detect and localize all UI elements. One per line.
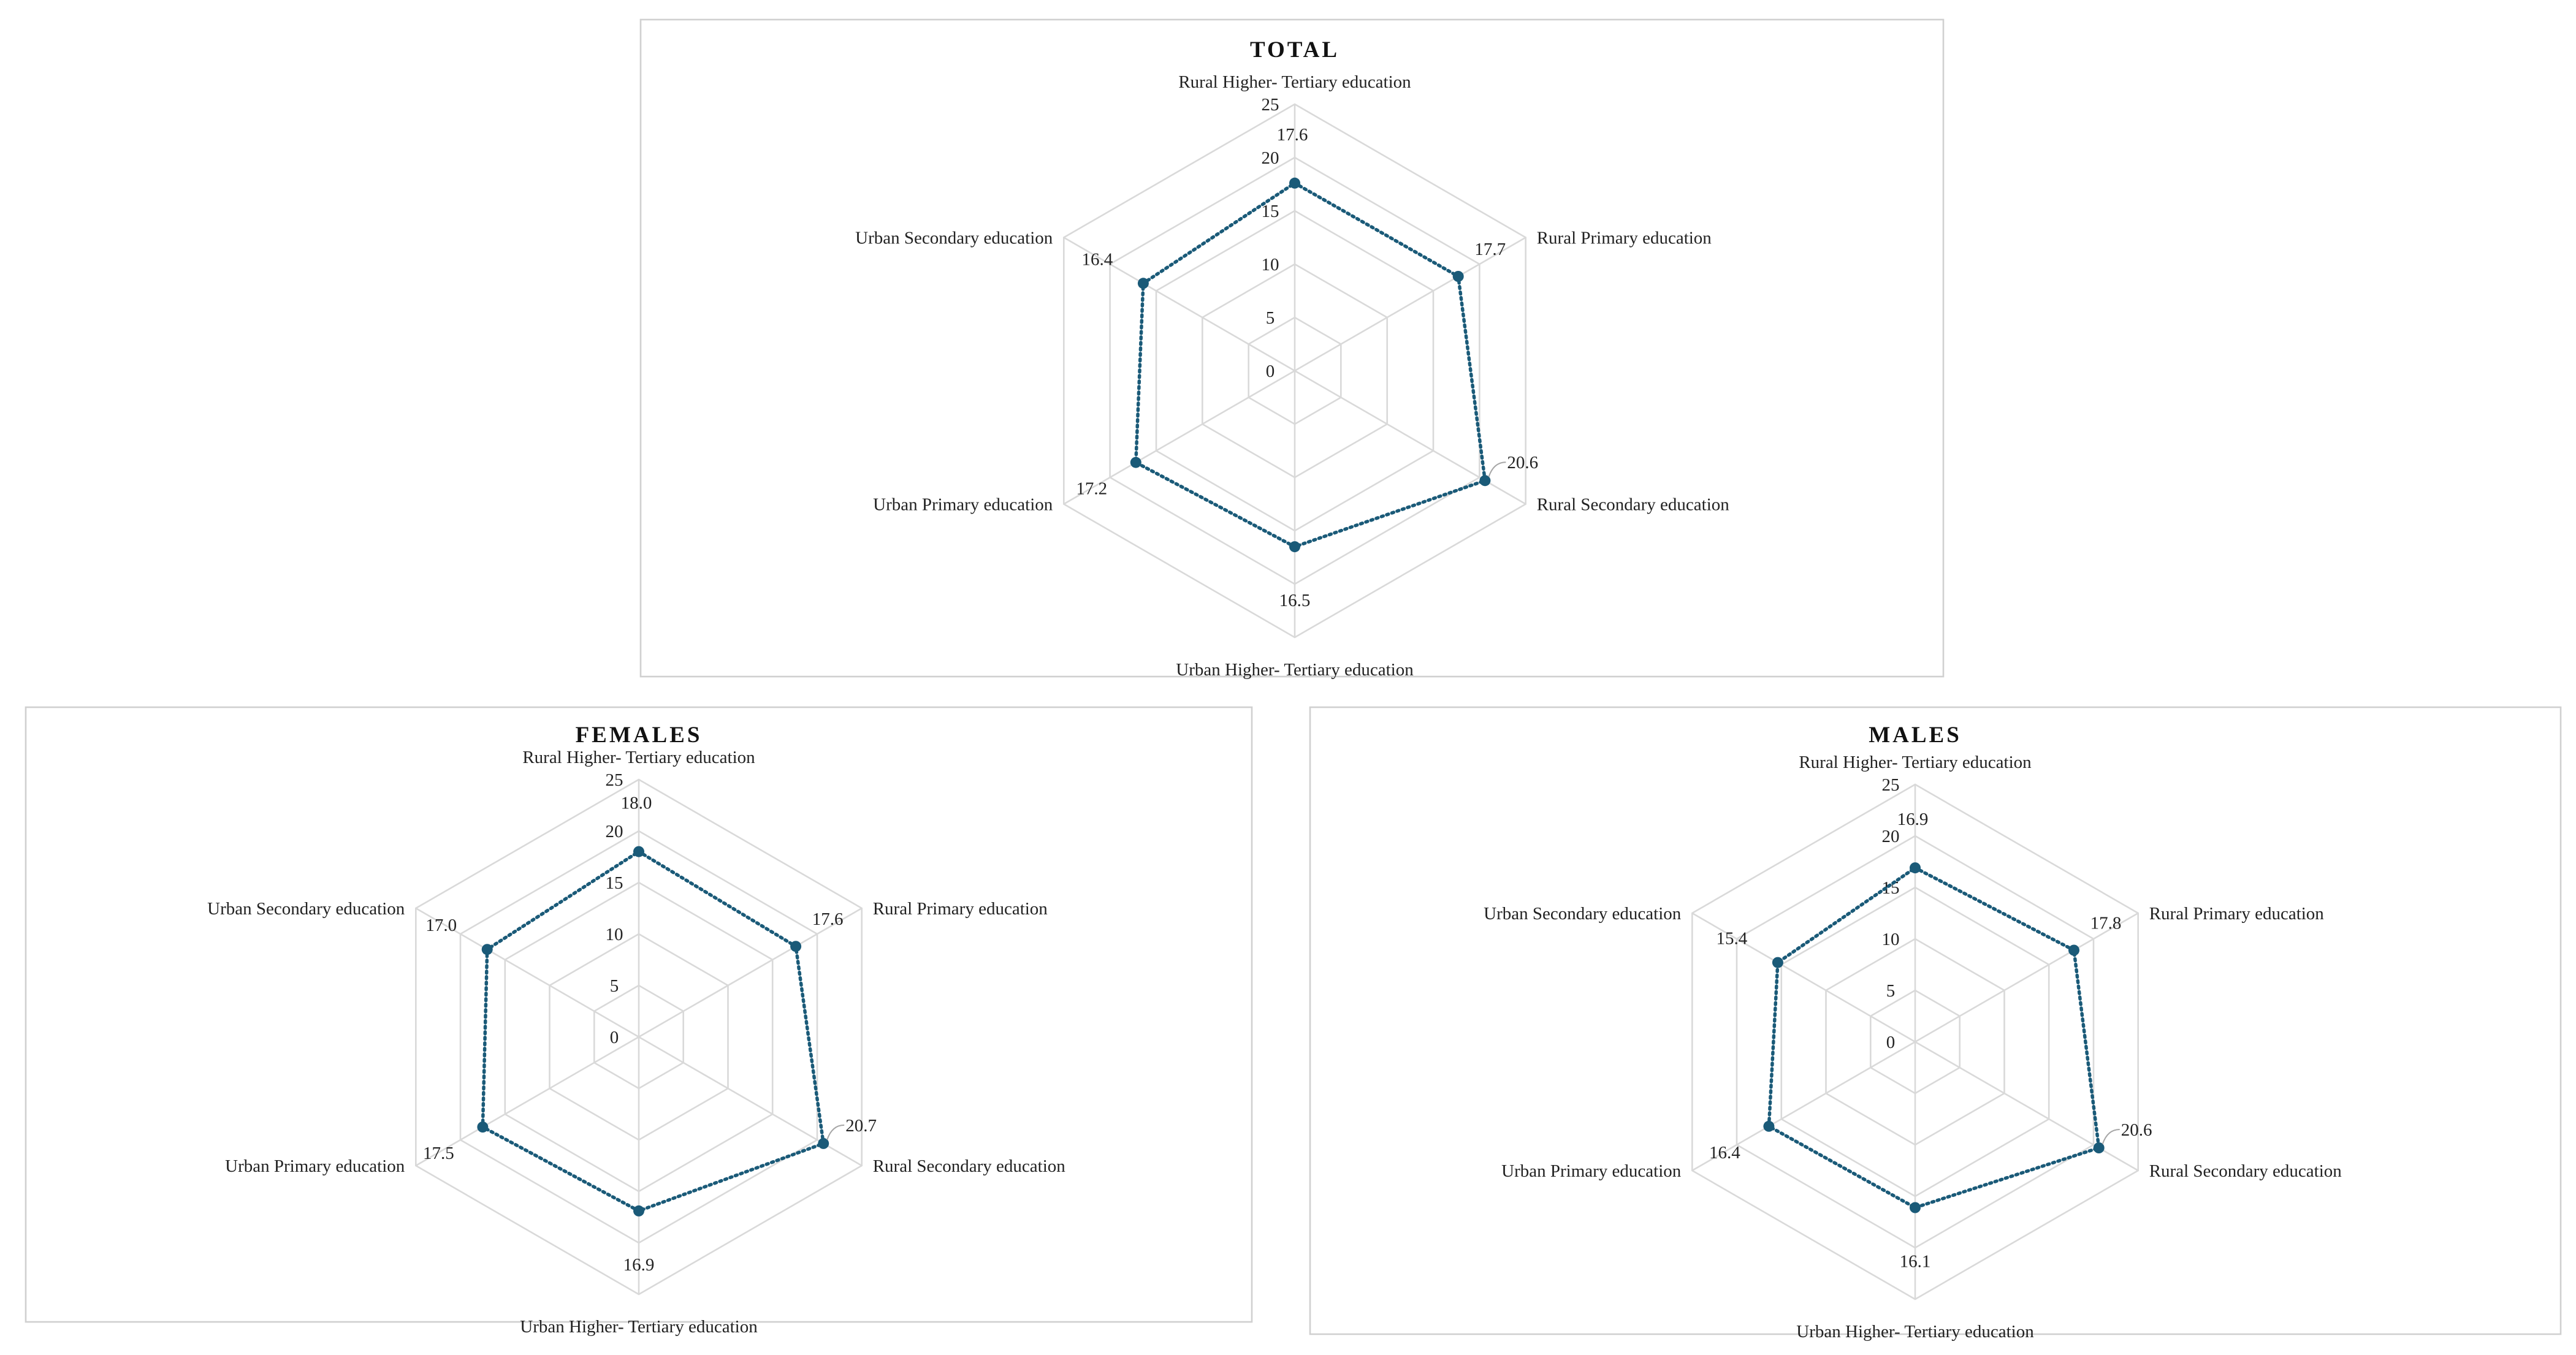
radial-tick-label: 10 [1262,255,1279,275]
data-point [1137,278,1149,289]
category-label: Urban Higher- Tertiary education [1796,1322,2034,1342]
grid-spoke [1294,237,1526,372]
category-label: Urban Primary education [225,1156,405,1176]
data-point [1763,1120,1775,1132]
data-point [818,1137,829,1149]
grid-spoke [1691,912,1916,1043]
radial-tick-label: 0 [610,1028,619,1047]
data-label: 20.6 [1507,453,1538,473]
data-point [477,1122,489,1133]
data-label: 17.6 [1277,125,1308,145]
radial-tick-label: 15 [606,873,623,893]
category-label: Urban Secondary education [855,229,1053,248]
data-label: 15.4 [1717,929,1748,949]
grid-spoke [415,907,639,1038]
data-point [633,1205,644,1216]
data-label: 17.6 [812,909,844,929]
category-label: Urban Higher- Tertiary education [1176,660,1414,680]
radial-tick-label: 0 [1266,362,1275,381]
category-label: Rural Higher- Tertiary education [522,748,755,767]
category-label: Rural Higher- Tertiary education [1799,753,2032,772]
category-label: Urban Higher- Tertiary education [520,1317,758,1337]
data-point [1130,457,1141,468]
grid-spoke [1915,912,2139,1043]
category-label: Urban Secondary education [1484,904,1682,924]
data-point [1452,271,1464,282]
data-point [790,941,802,952]
grid-spoke [638,907,863,1038]
radial-tick-label: 20 [1262,148,1279,168]
grid-spoke [415,1036,639,1167]
radial-tick-label: 10 [1882,930,1900,949]
data-label: 16.9 [623,1255,655,1275]
grid-spoke [1063,370,1295,505]
category-label: Rural Higher- Tertiary education [1178,72,1411,92]
category-label: Rural Primary education [1537,229,1712,248]
radial-tick-label: 10 [606,925,623,944]
data-label: 17.0 [425,916,457,935]
data-label: 16.1 [1900,1252,1931,1272]
radial-tick-label: 25 [1262,95,1279,115]
data-point [1910,1202,1921,1213]
data-label: 16.5 [1279,591,1311,610]
leader-line [826,1124,845,1141]
data-label: 18.0 [621,794,652,813]
panel-frame [1309,706,2562,1335]
leader-line [1488,461,1506,477]
radial-tick-label: 25 [606,770,623,790]
category-label: Rural Secondary education [2149,1161,2342,1181]
radar-panel-females: FEMALES 0 5 10 15 20 25 Rural Higher- Tertiary … [25,706,1253,1337]
data-label: 20.7 [845,1116,877,1136]
radial-tick-label: 5 [1266,308,1275,328]
category-label: Urban Primary education [873,495,1053,515]
data-point [481,944,493,955]
chart-title: MALES [1869,723,1962,748]
grid-spoke [1691,1041,1916,1172]
category-label: Rural Primary education [2149,904,2325,924]
radial-tick-label: 20 [1882,827,1900,846]
data-label: 17.2 [1076,479,1107,499]
data-label: 17.7 [1474,240,1506,259]
radial-tick-label: 25 [1882,775,1900,795]
data-label: 16.4 [1082,249,1113,269]
data-label: 17.8 [2090,914,2122,933]
chart-title: TOTAL [1250,37,1339,63]
data-point [1910,862,1921,874]
category-label: Rural Secondary education [873,1156,1066,1176]
data-point [633,846,644,857]
radial-tick-label: 20 [606,822,623,841]
data-label: 16.9 [1897,810,1929,829]
data-point [2068,944,2079,956]
radial-tick-label: 0 [1886,1033,1896,1052]
grid-spoke [1063,237,1295,372]
data-point [2093,1142,2105,1153]
data-point [1772,957,1783,968]
data-point [1289,177,1300,189]
category-label: Urban Secondary education [207,899,405,919]
category-label: Urban Primary education [1501,1161,1682,1181]
panel-frame [639,18,1945,678]
radial-tick-label: 5 [1886,981,1896,1001]
category-label: Rural Secondary education [1537,495,1730,515]
leader-line [2102,1129,2120,1145]
data-point [1479,475,1491,487]
data-label: 16.4 [1709,1143,1740,1163]
category-label: Rural Primary education [873,899,1048,919]
data-label: 17.5 [423,1144,454,1163]
data-label: 20.6 [2121,1120,2152,1140]
data-point [1289,541,1300,553]
radial-tick-label: 5 [610,976,619,996]
chart-title: FEMALES [576,723,703,748]
